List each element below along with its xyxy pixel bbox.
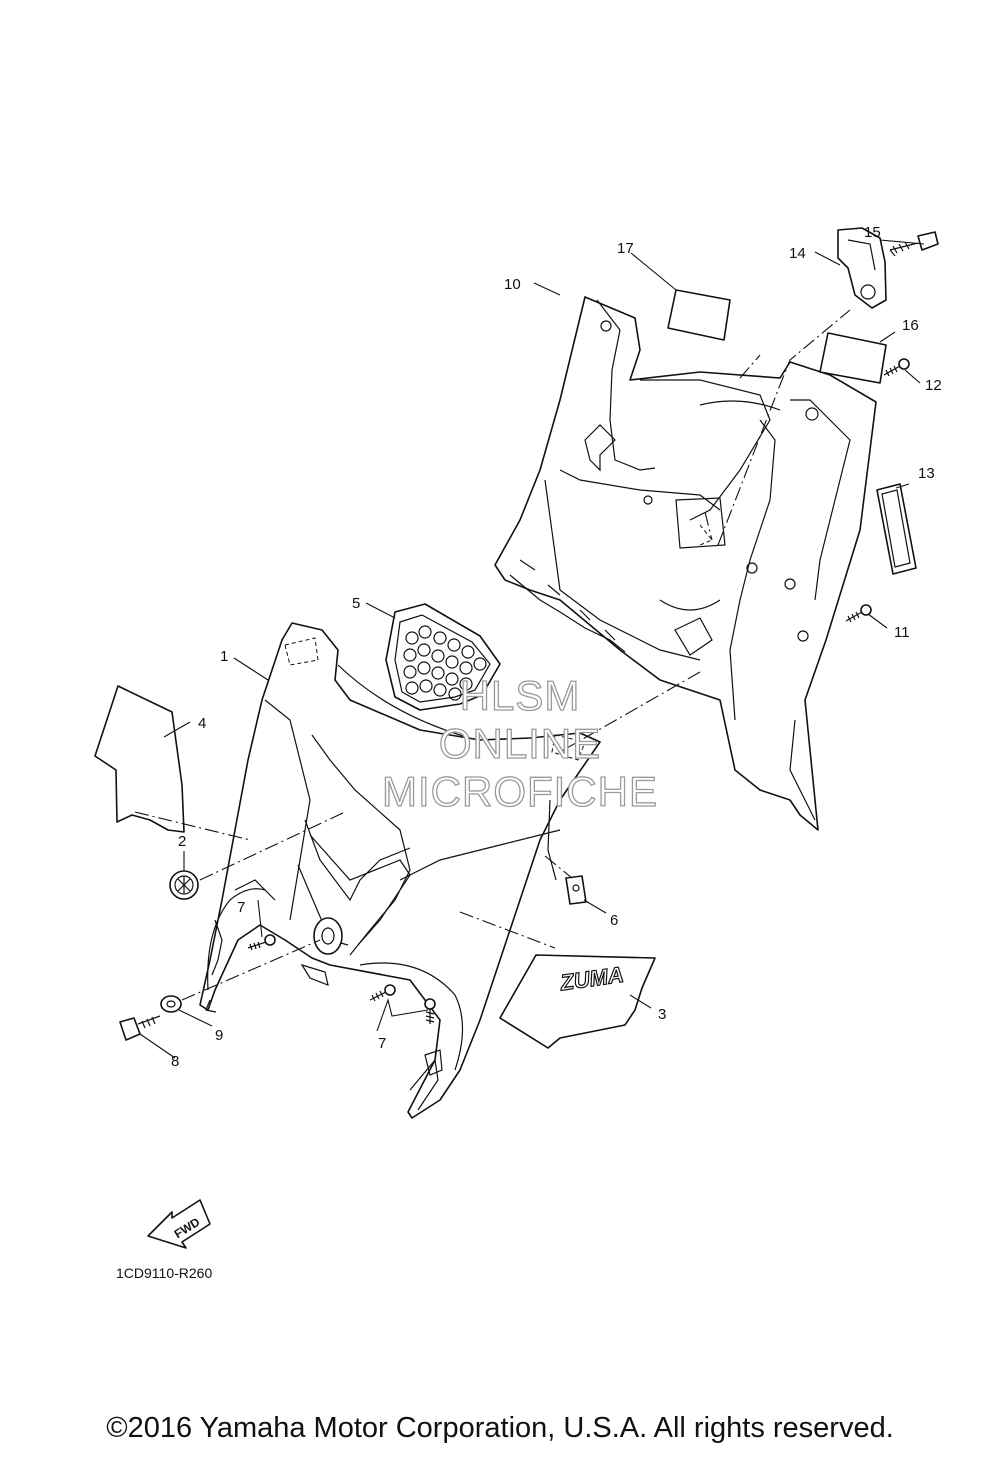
figure-code: 1CD9110-R260	[116, 1265, 212, 1281]
part-8-bolt	[119, 1015, 161, 1041]
callout-3: 3	[658, 1006, 666, 1023]
callout-16: 16	[902, 317, 919, 334]
part-17-label	[667, 289, 731, 341]
callout-13: 13	[918, 465, 935, 482]
callout-7-lower: 7	[378, 1035, 386, 1052]
callout-15: 15	[864, 224, 881, 241]
callout-12: 12	[925, 377, 942, 394]
part-1-front-cover	[199, 622, 601, 1119]
part-15-bolt	[889, 231, 939, 257]
callout-5: 5	[352, 595, 360, 612]
part-11-screw	[845, 604, 872, 623]
callout-2: 2	[178, 833, 186, 850]
part-4-panel	[94, 685, 185, 833]
callout-14: 14	[789, 245, 806, 262]
part-10-inner-leg-shield	[494, 296, 877, 831]
leader-lines	[139, 239, 925, 1059]
callout-17: 17	[617, 240, 634, 257]
callout-6: 6	[610, 912, 618, 929]
part-16-label	[819, 332, 887, 384]
copyright-notice: ©2016 Yamaha Motor Corporation, U.S.A. A…	[106, 1412, 894, 1444]
fwd-arrow-icon: FWD	[147, 1199, 211, 1249]
part-2-emblem	[169, 870, 199, 900]
callout-1: 1	[220, 648, 228, 665]
part-3-zuma-decal: ZUMA	[499, 954, 656, 1049]
part-9-washer	[160, 995, 182, 1013]
part-14-bracket	[837, 227, 887, 309]
callout-10: 10	[504, 276, 521, 293]
part-6-clip	[565, 875, 587, 905]
part-7-screw-lower-b	[424, 998, 436, 1024]
watermark-line-1: HLSM	[460, 672, 581, 719]
part-13-pad	[876, 483, 917, 575]
callout-4: 4	[198, 715, 206, 732]
part-7-screw-upper	[247, 934, 276, 951]
watermark-line-2: ONLINE	[439, 720, 601, 767]
watermark-line-3: MICROFICHE	[382, 768, 658, 815]
assembly-lines	[134, 309, 851, 1001]
part-12-screw	[883, 358, 910, 377]
part-1-lower-brackets	[207, 888, 464, 1076]
callout-7-upper: 7	[237, 899, 245, 916]
callout-9: 9	[215, 1027, 223, 1044]
callout-8: 8	[171, 1053, 179, 1070]
callout-labels: 1 2 3 4 5 6 7 7 8 9 10 11 12 13 14 15 16…	[171, 224, 942, 1070]
callout-11: 11	[894, 624, 910, 641]
part-7-screw-lower-a	[369, 984, 396, 1002]
part-5-grille	[385, 603, 501, 711]
watermark: HLSM ONLINE MICROFICHE	[381, 671, 658, 815]
